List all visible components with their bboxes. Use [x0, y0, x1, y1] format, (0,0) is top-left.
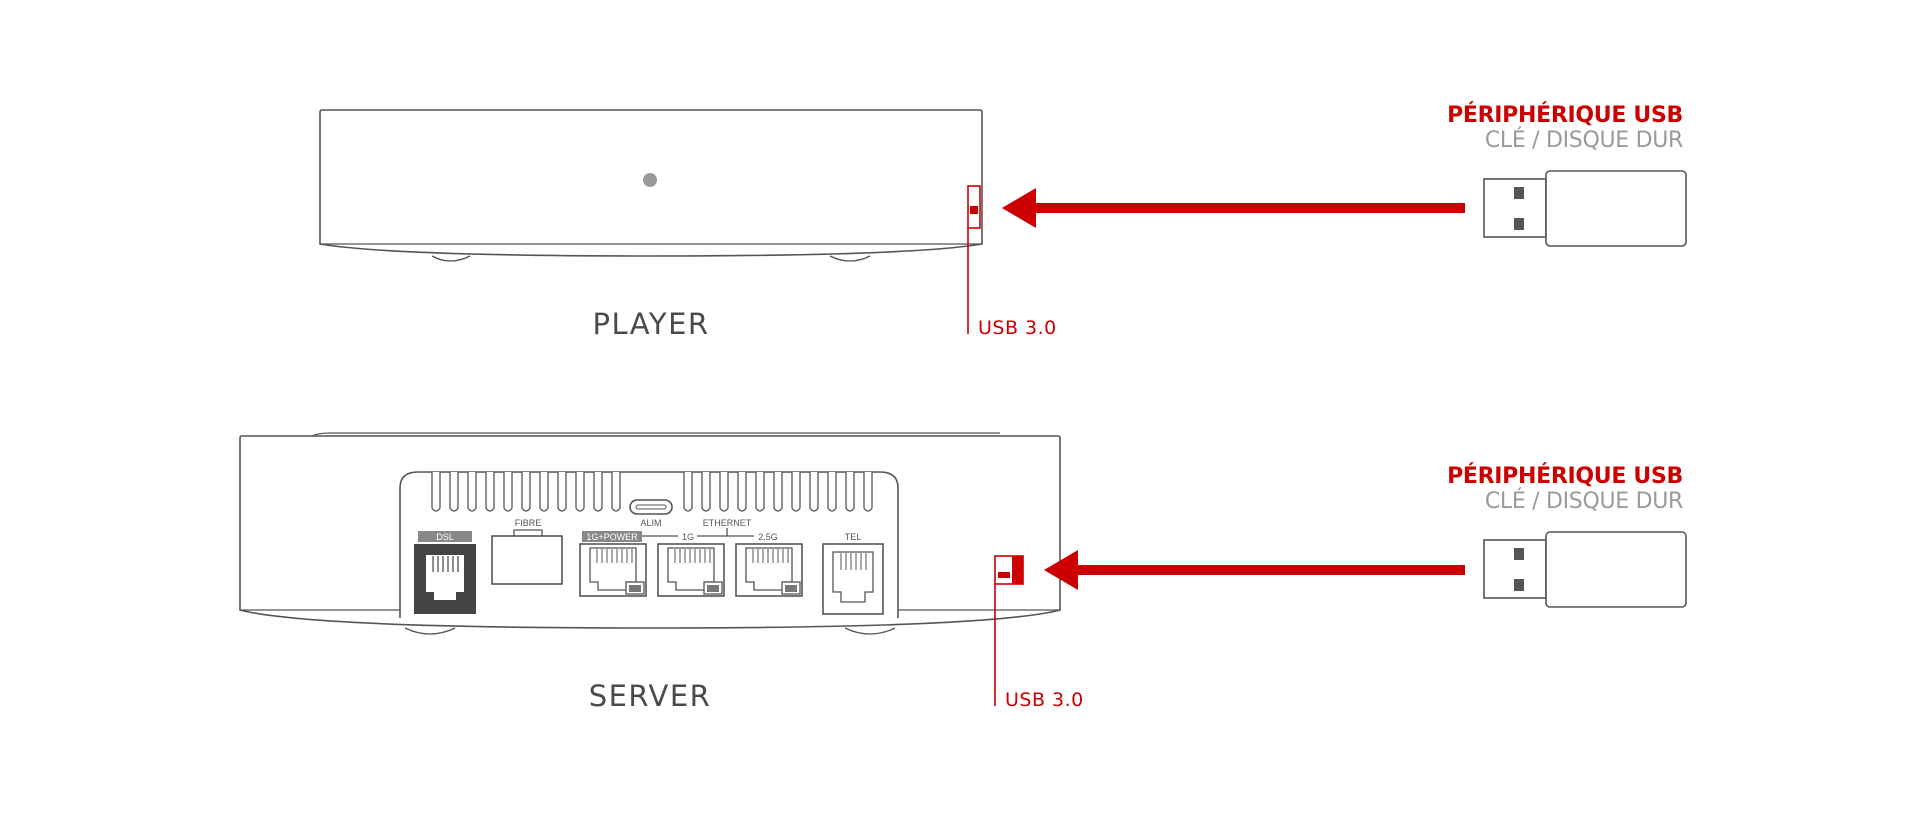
led-indicator-icon: [643, 173, 657, 187]
player-label: PLAYER: [592, 307, 709, 341]
arrow-left-icon: [1044, 550, 1465, 590]
tel-label: TEL: [845, 532, 862, 542]
server-usb-port-label: USB 3.0: [1005, 689, 1084, 711]
fibre-port[interactable]: [491, 529, 563, 585]
usb-key-icon: [1483, 531, 1687, 608]
usb-port-icon[interactable]: [994, 555, 1024, 585]
rj45-port-icon[interactable]: [657, 543, 725, 597]
player-usb-port-label: USB 3.0: [978, 317, 1057, 339]
vent-slots-right: [683, 472, 873, 512]
rj11-port-icon[interactable]: [414, 544, 476, 614]
player-device: [319, 109, 983, 334]
alim-port[interactable]: [629, 499, 673, 515]
player-device-title: PÉRIPHÉRIQUE USB: [1447, 102, 1683, 128]
usb-key-icon: [1483, 170, 1687, 247]
server-device: ALIM DSL FIBRE ETHERNET 1: [239, 432, 1061, 706]
eth-2-5g-label: 2.5G: [758, 532, 778, 542]
server-device-subtitle: CLÉ / DISQUE DUR: [1485, 488, 1683, 514]
usb-port-icon[interactable]: [967, 185, 981, 229]
arrow-left-icon: [1002, 188, 1465, 228]
player-device-subtitle: CLÉ / DISQUE DUR: [1485, 127, 1683, 153]
eth-1g-power-label: 1G+POWER: [586, 532, 638, 542]
eth-1g-label: 1G: [682, 532, 694, 542]
rj45-port-icon[interactable]: [579, 543, 647, 597]
fibre-label: FIBRE: [515, 518, 542, 528]
ethernet-label: ETHERNET: [703, 518, 752, 528]
rj45-port-icon[interactable]: [735, 543, 803, 597]
dsl-label: DSL: [436, 532, 454, 542]
server-device-title: PÉRIPHÉRIQUE USB: [1447, 463, 1683, 489]
server-label: SERVER: [589, 679, 712, 713]
alim-label: ALIM: [640, 518, 661, 528]
rj11-port-icon[interactable]: [822, 543, 884, 615]
vent-slots-left: [431, 472, 621, 512]
